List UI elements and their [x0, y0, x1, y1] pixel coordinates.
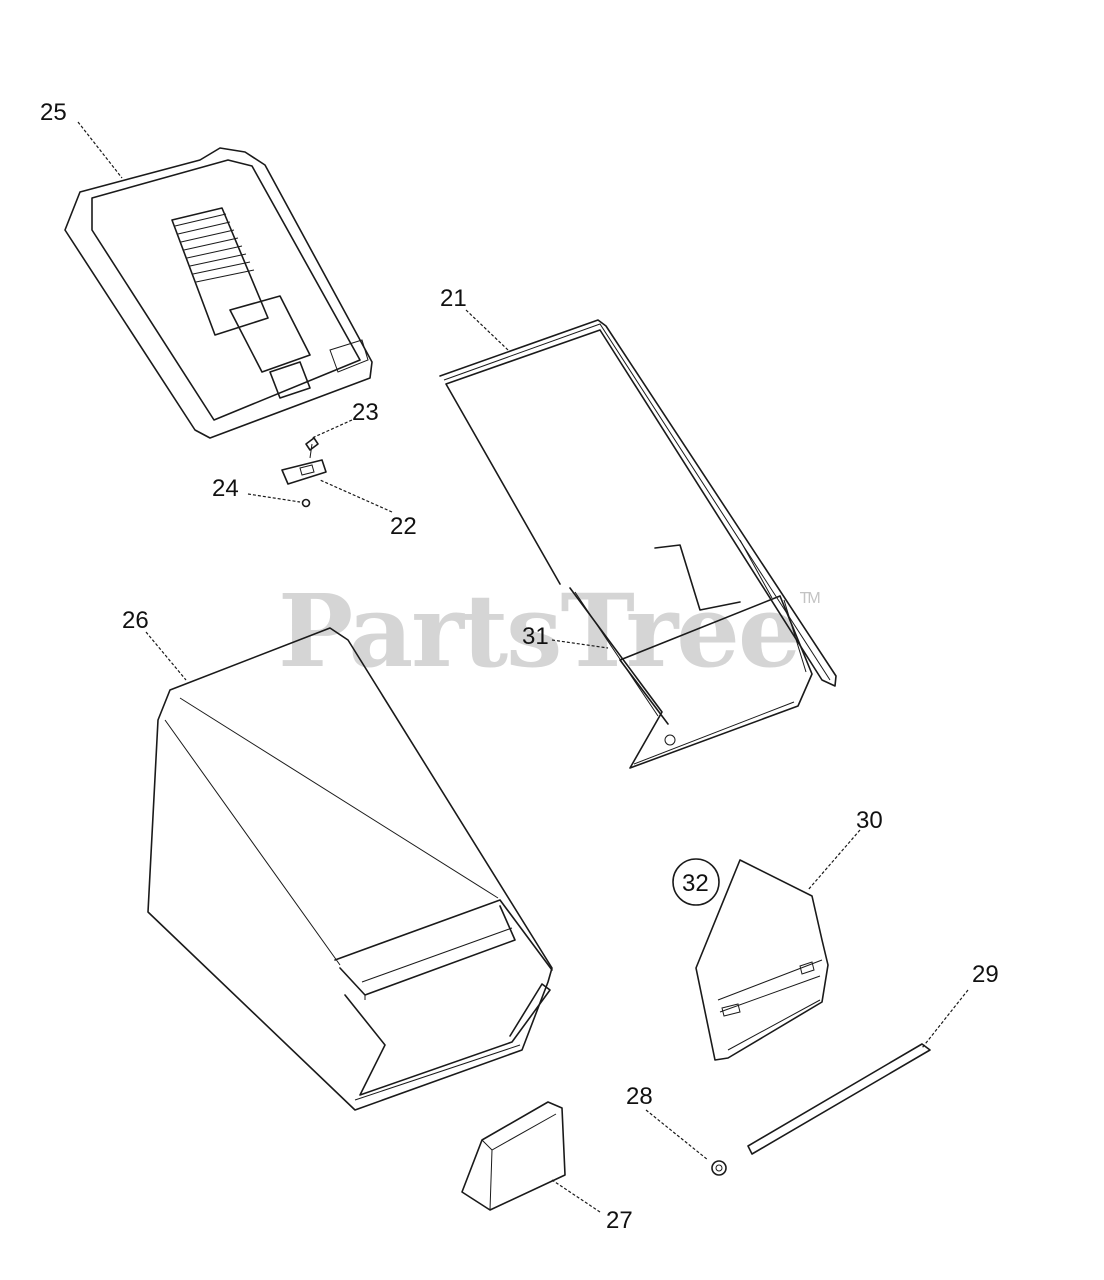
part-27-deflector [461, 1101, 566, 1211]
part-31-support [569, 587, 813, 769]
callout-32-circle [672, 858, 720, 906]
callout-labels: 25 21 23 24 22 26 31 30 32 29 28 27 [40, 99, 999, 1234]
leader-lines [77, 121, 969, 1213]
callout-32: 32 [682, 870, 709, 897]
callout-29: 29 [972, 961, 999, 988]
watermark: PartsTreeTM [278, 572, 821, 690]
watermark-text: PartsTree [278, 572, 802, 690]
part-29-rod [747, 1043, 931, 1155]
callout-26: 26 [122, 607, 149, 634]
callout-25: 25 [40, 99, 67, 126]
watermark-tm: TM [799, 590, 821, 607]
part-21-frame [439, 319, 837, 687]
callout-27: 27 [606, 1207, 633, 1234]
part-25-cover [64, 147, 373, 439]
part-23-screw [305, 437, 319, 459]
callout-24: 24 [212, 475, 239, 502]
callout-31: 31 [522, 623, 549, 650]
part-24-nut [301, 498, 311, 508]
part-22-bracket [281, 459, 327, 485]
callout-23: 23 [352, 399, 379, 426]
part-28-nut [711, 1160, 727, 1176]
part-26-bag [147, 627, 553, 1111]
part-30-door [695, 859, 829, 1061]
callout-22: 22 [390, 513, 417, 540]
callout-28: 28 [626, 1083, 653, 1110]
callout-30: 30 [856, 807, 883, 834]
callout-21: 21 [440, 285, 467, 312]
